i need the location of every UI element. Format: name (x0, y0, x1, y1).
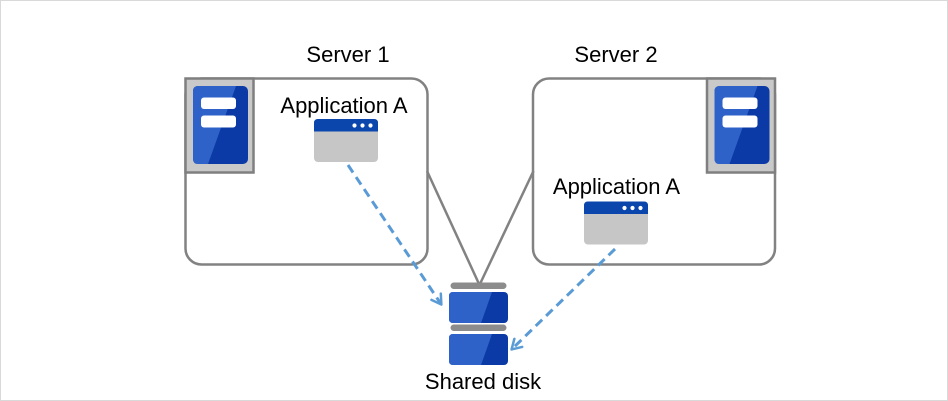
application-a-label-server2: Application A (552, 174, 681, 199)
server2-disk-connector (478, 170, 535, 286)
application-window-icon (314, 119, 378, 162)
server1-disk-connector (425, 170, 481, 286)
server-tower-icon (184, 77, 255, 174)
server2-label: Server 2 (574, 42, 658, 67)
application-window-icon (584, 201, 648, 245)
server1-label: Server 1 (306, 42, 390, 67)
shared-disk-label: Shared disk (424, 369, 542, 394)
application-a-label-server1: Application A (280, 93, 408, 118)
app2-disk-arrow (510, 247, 617, 351)
shared-disk-icon (449, 282, 508, 365)
app1-disk-arrow (346, 164, 443, 306)
server-tower-icon (705, 77, 777, 174)
